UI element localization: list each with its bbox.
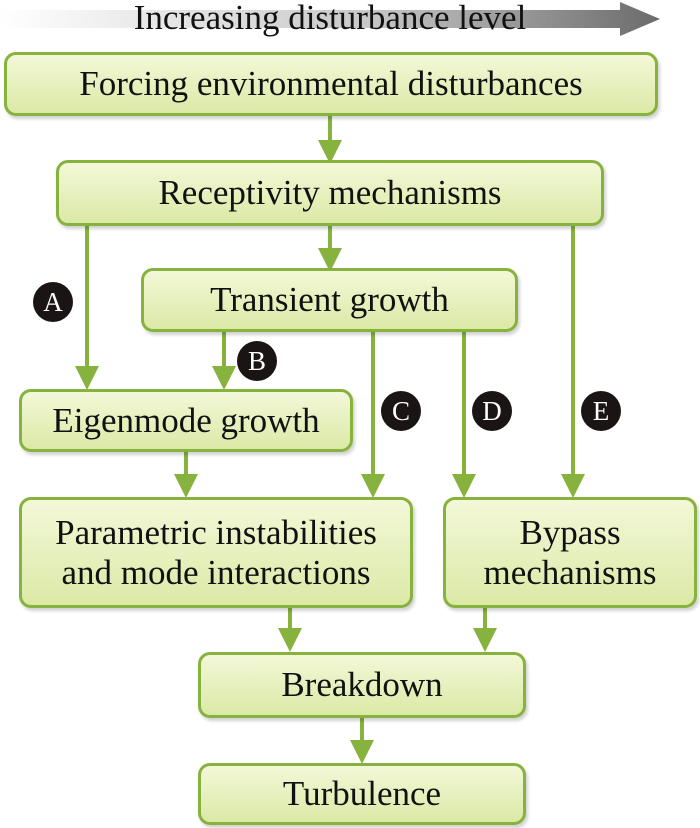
eigenmode-growth-label: Eigenmode growth (52, 400, 320, 440)
transient-growth-box: Transient growth (141, 268, 518, 332)
bypass-mechanisms-box: Bypass mechanisms (443, 497, 697, 608)
parametric-instabilities-label-line1: Parametric instabilities (55, 512, 377, 552)
receptivity-mechanisms-label: Receptivity mechanisms (158, 173, 502, 212)
transient-growth-label: Transient growth (210, 280, 449, 319)
turbulence-label: Turbulence (282, 774, 442, 813)
turbulence-box: Turbulence (198, 763, 526, 825)
path-badge-e: E (581, 391, 621, 431)
path-badge-d: D (472, 391, 512, 431)
bypass-mechanisms-label-line1: Bypass (519, 512, 621, 552)
forcing-disturbances-label: Forcing environmental disturbances (79, 64, 583, 103)
path-badge-b: B (237, 341, 277, 381)
forcing-disturbances-box: Forcing environmental disturbances (4, 52, 658, 116)
path-badge-c: C (381, 391, 421, 431)
parametric-instabilities-label-line2: and mode interactions (61, 552, 371, 592)
disturbance-level-header: Increasing disturbance level (0, 0, 700, 38)
receptivity-mechanisms-box: Receptivity mechanisms (56, 160, 604, 226)
eigenmode-growth-box: Eigenmode growth (19, 389, 353, 452)
path-badge-a: A (33, 282, 73, 322)
header-title: Increasing disturbance level (133, 0, 527, 37)
breakdown-label: Breakdown (281, 665, 443, 704)
disturbance-gradient-arrow-icon (0, 2, 660, 36)
breakdown-box: Breakdown (198, 652, 526, 718)
parametric-instabilities-box: Parametric instabilities and mode intera… (19, 497, 413, 608)
bypass-mechanisms-label-line2: mechanisms (483, 552, 657, 592)
